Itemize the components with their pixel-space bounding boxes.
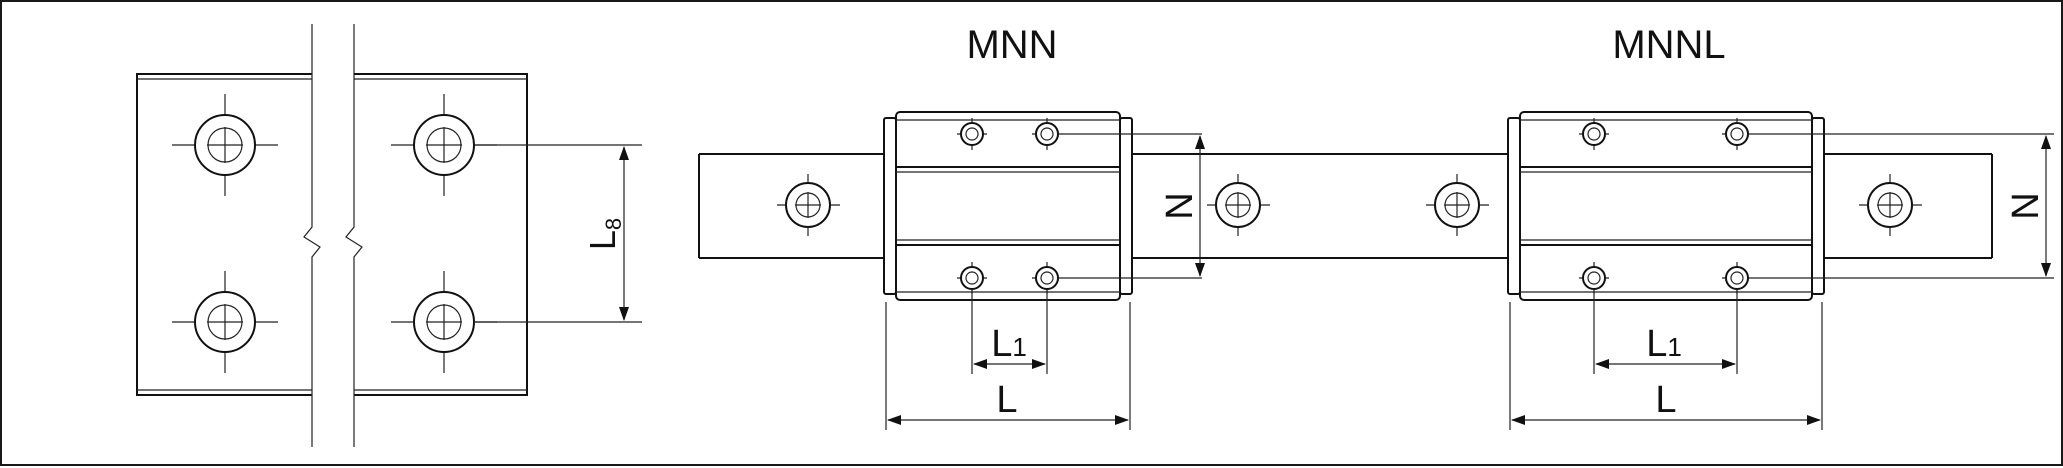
dimension-l1-label: L <box>991 323 1012 365</box>
carriage-hole <box>1579 262 1609 294</box>
dimension-l1-mnnl: L1 <box>1593 289 1738 374</box>
view-title-mnn: MNN <box>966 23 1057 67</box>
carriage-hole <box>957 118 987 150</box>
dimension-l-label: L <box>1655 379 1676 421</box>
rail-top-view: L8 <box>136 24 642 447</box>
rail-hole <box>1859 174 1922 236</box>
svg-text:L1: L1 <box>991 323 1027 365</box>
dimension-l1-mnn: L1 <box>971 289 1048 374</box>
carriage-hole <box>1722 118 2054 150</box>
dimension-l8-subscript: 8 <box>601 218 626 230</box>
dimension-l8-label: L <box>582 230 623 250</box>
break-line-right <box>345 24 363 447</box>
mounting-hole <box>172 94 278 196</box>
svg-text:L1: L1 <box>1646 323 1682 365</box>
dimension-n-label: N <box>2005 192 2047 219</box>
dimension-l-mnn: L <box>885 302 1131 430</box>
dimension-n-mnn: N <box>1159 135 1205 277</box>
dimension-l1-subscript: 1 <box>1012 332 1026 362</box>
mounting-hole <box>391 271 497 373</box>
dimension-l1-label: L <box>1646 323 1667 365</box>
rail-hole <box>1207 174 1270 236</box>
carriage-hole <box>957 262 987 294</box>
dimension-l-label: L <box>996 379 1017 421</box>
dimension-l1-subscript: 1 <box>1667 332 1681 362</box>
mounting-hole <box>391 94 497 196</box>
view-title-mnnl: MNNL <box>1612 23 1725 67</box>
carriage-mnn: MNN <box>883 23 1205 430</box>
carriage-hole <box>1032 118 1202 150</box>
break-line-left <box>303 24 321 447</box>
svg-text:L8: L8 <box>582 218 626 250</box>
dimension-l-mnnl: L <box>1509 302 1823 430</box>
dimension-l8: L8 <box>474 144 642 323</box>
dimension-n-label: N <box>1159 192 1201 219</box>
rail-hole <box>777 174 840 236</box>
mounting-hole <box>172 271 278 373</box>
rail-hole <box>1426 174 1489 236</box>
carriage-hole <box>1579 118 1609 150</box>
dimension-n-mnnl: N <box>2005 135 2051 277</box>
carriage-mnnl: MNNL <box>1507 23 2054 430</box>
carriage-hole <box>1032 262 1202 294</box>
